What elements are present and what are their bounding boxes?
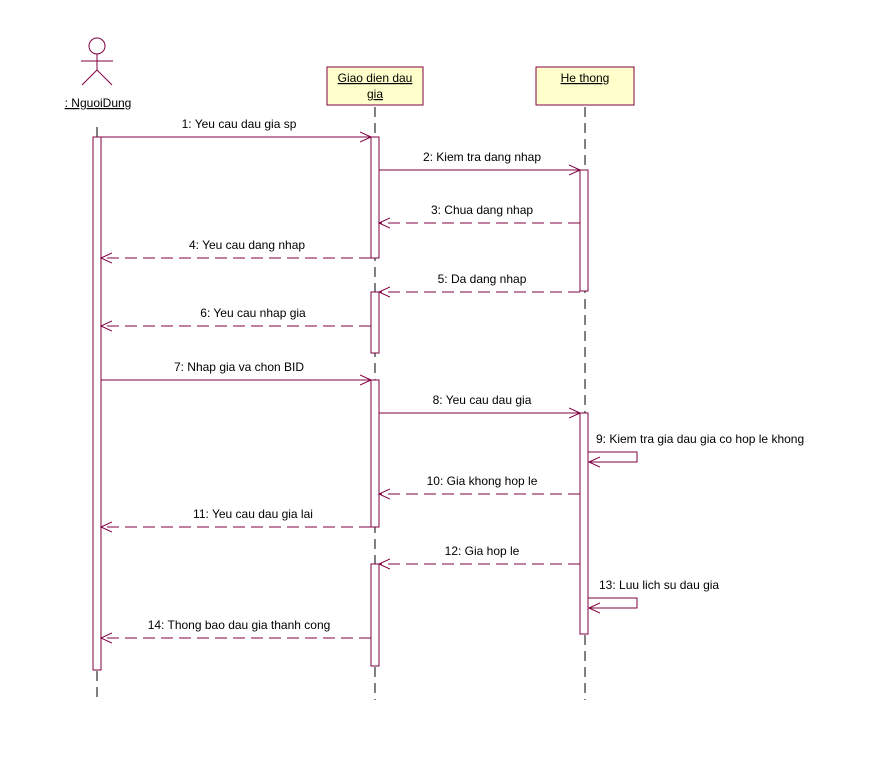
message-9-label: 9: Kiem tra gia dau gia co hop le khong xyxy=(596,432,804,446)
activation-system-1 xyxy=(579,169,589,292)
activation-ui-1 xyxy=(370,136,380,259)
message-9-self-arrow xyxy=(588,451,638,462)
message-2-label: 2: Kiem tra dang nhap xyxy=(423,150,541,164)
actor-stick-figure-icon xyxy=(81,37,113,86)
activation-ui-2 xyxy=(370,291,380,354)
message-4-label: 4: Yeu cau dang nhap xyxy=(189,238,305,252)
message-10-label: 10: Gia khong hop le xyxy=(427,474,538,488)
activation-actor xyxy=(92,136,102,671)
message-3-label: 3: Chua dang nhap xyxy=(431,203,533,217)
participant-actor: : NguoiDung xyxy=(65,37,132,110)
ui-name-line2: gia xyxy=(367,87,383,101)
activation-ui-3 xyxy=(370,379,380,528)
system-name: He thong xyxy=(561,71,610,85)
activation-ui-4 xyxy=(370,563,380,667)
message-8-label: 8: Yeu cau dau gia xyxy=(433,393,532,407)
message-6-label: 6: Yeu cau nhap gia xyxy=(200,306,306,320)
message-5-label: 5: Da dang nhap xyxy=(438,272,527,286)
participant-ui: Giao dien dau gia xyxy=(326,66,424,106)
participant-system: He thong xyxy=(535,66,635,106)
message-13-self-arrow xyxy=(588,597,638,608)
message-13-label: 13: Luu lich su dau gia xyxy=(599,578,719,592)
actor-name: : NguoiDung xyxy=(65,96,132,110)
message-1-label: 1: Yeu cau dau gia sp xyxy=(182,117,297,131)
message-14-label: 14: Thong bao dau gia thanh cong xyxy=(148,618,331,632)
activation-system-2 xyxy=(579,412,589,635)
ui-name-line1: Giao dien dau xyxy=(338,71,413,85)
message-11-label: 11: Yeu cau dau gia lai xyxy=(193,507,313,521)
message-7-label: 7: Nhap gia va chon BID xyxy=(174,360,304,374)
message-12-label: 12: Gia hop le xyxy=(445,544,520,558)
